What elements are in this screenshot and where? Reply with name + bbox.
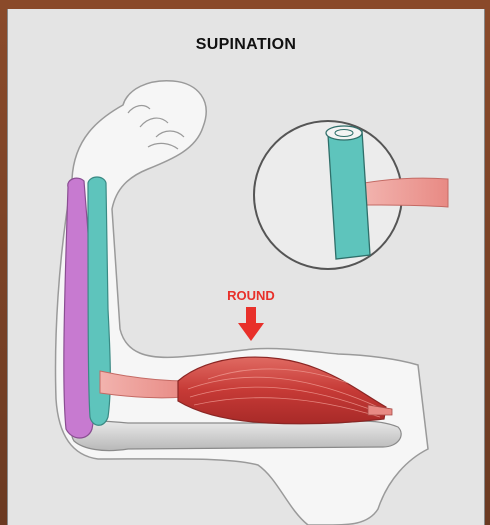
- inset-tendon: [364, 178, 448, 207]
- diagram-panel: SUPINATION: [7, 9, 485, 525]
- inset-bone: [328, 131, 370, 259]
- arm-illustration: [8, 9, 484, 525]
- inset-detail: [254, 121, 448, 269]
- annotation-label: ROUND: [216, 288, 286, 303]
- humerus-bone: [72, 421, 401, 450]
- annotation-arrow-icon: [238, 307, 264, 341]
